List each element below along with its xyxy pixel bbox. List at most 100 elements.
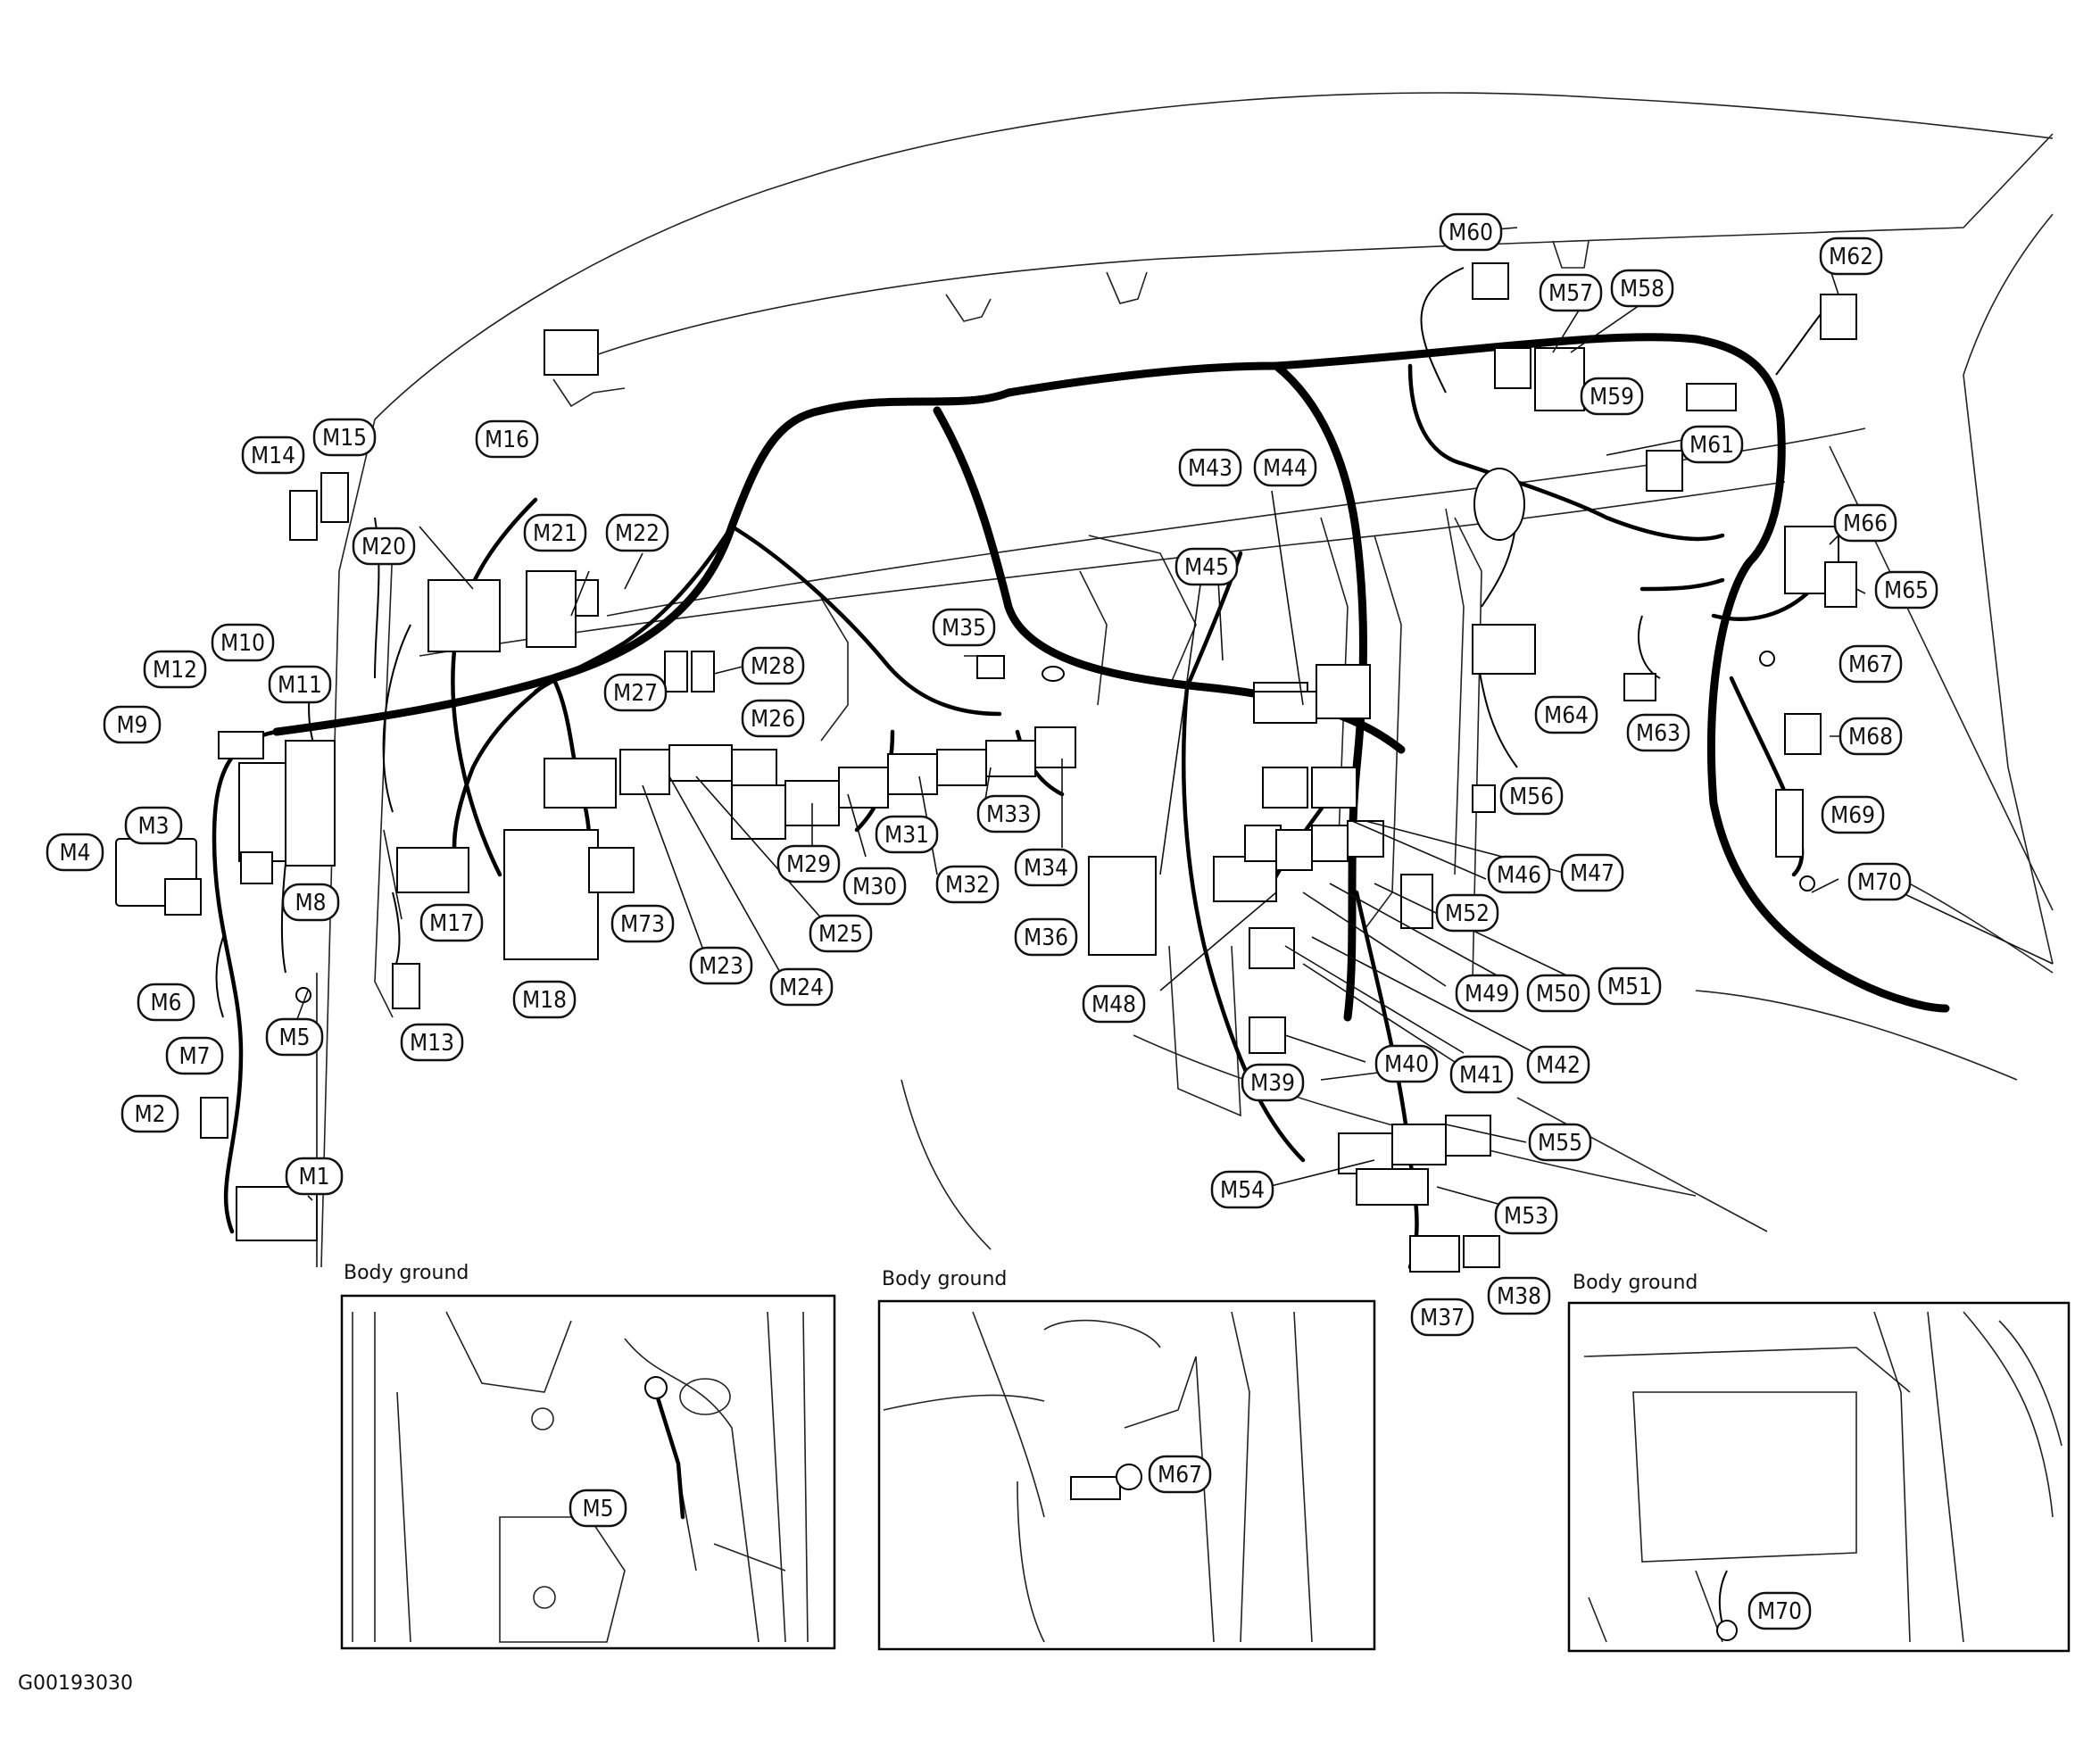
inset-1-label-m5-text: M5 [582,1496,613,1522]
label-m16: M16 [475,419,539,459]
inset-3-label-m70-box [1747,1591,1812,1630]
label-m38-box [1487,1276,1551,1315]
label-m60-text: M60 [1448,220,1493,246]
label-m58-box [1610,269,1674,308]
label-m57: M57 [1539,273,1603,312]
label-m65-text: M65 [1884,577,1929,604]
label-m40-box [1374,1044,1439,1083]
label-m50: M50 [1526,974,1590,1013]
label-m66-box [1833,503,1897,543]
label-m20-text: M20 [361,534,406,560]
label-m31-box [875,815,939,854]
label-m11-text: M11 [278,672,322,699]
label-m43-box [1178,448,1242,487]
label-m26: M26 [741,699,805,738]
label-m34-text: M34 [1024,855,1068,882]
label-m42-text: M42 [1536,1052,1581,1079]
label-m27-text: M27 [613,680,658,707]
label-m69-text: M69 [1830,802,1875,829]
label-m58: M58 [1610,269,1674,308]
label-m22: M22 [605,513,669,552]
label-m36-text: M36 [1024,925,1068,951]
label-m51-box [1598,966,1662,1006]
label-m54-text: M54 [1220,1177,1265,1204]
label-m54-box [1210,1170,1274,1209]
label-m61-text: M61 [1689,432,1734,459]
diagram-code: G00193030 [18,1672,133,1695]
label-m13-box [400,1023,464,1062]
inset-1: Body ground [340,1262,836,1650]
label-m28: M28 [741,646,805,685]
label-m9-text: M9 [116,712,147,739]
label-m11-box [268,665,332,704]
label-m5: M5 [265,1017,324,1057]
label-m6-text: M6 [150,990,181,1016]
label-m5-box [265,1017,324,1057]
label-m70: M70 [1847,862,1912,901]
label-m1-box [285,1157,344,1196]
label-m10-text: M10 [220,630,265,657]
label-m57-text: M57 [1548,280,1593,307]
label-m21: M21 [523,513,587,552]
label-m7-box [165,1036,224,1075]
label-m45-text: M45 [1184,554,1229,581]
label-m12: M12 [143,650,207,689]
inset-1-label-m5-box [569,1489,627,1528]
label-m44-text: M44 [1263,455,1307,482]
label-m36-box [1014,917,1078,957]
label-m4-box [46,833,104,872]
label-m46-text: M46 [1497,862,1541,889]
inset-2-label-m67-box [1148,1455,1212,1494]
label-m68: M68 [1839,717,1903,756]
inset-2: Body ground [877,1268,1376,1651]
label-m45: M45 [1175,547,1239,586]
label-m14: M14 [241,435,305,475]
label-m8: M8 [281,883,340,922]
label-m65-box [1874,570,1938,610]
label-m13-text: M13 [410,1030,454,1057]
inset-1-label-m5: M5 [569,1489,627,1528]
label-m45-box [1175,547,1239,586]
label-m1: M1 [285,1157,344,1196]
label-m67-box [1839,644,1903,684]
label-m21-text: M21 [533,520,577,547]
inset-3-label-m70: M70 [1747,1591,1812,1630]
label-m38: M38 [1487,1276,1551,1315]
label-m37-text: M37 [1420,1305,1465,1331]
label-m44: M44 [1253,448,1317,487]
label-m61: M61 [1680,425,1744,464]
label-m29: M29 [776,844,841,883]
label-m25: M25 [809,914,873,953]
label-m1-text: M1 [298,1164,329,1190]
label-m64: M64 [1534,695,1598,734]
label-m24-box [769,967,834,1007]
label-m3: M3 [124,806,183,845]
label-m52-text: M52 [1445,900,1490,927]
label-m4-text: M4 [59,840,90,867]
label-m32-text: M32 [945,872,990,899]
label-m63: M63 [1626,713,1690,752]
label-m70-box [1847,862,1912,901]
label-m51-text: M51 [1607,974,1652,1000]
label-m48-box [1082,984,1146,1024]
label-m52-box [1435,893,1499,933]
label-m68-text: M68 [1848,724,1893,751]
label-m15: M15 [312,418,377,457]
label-m39: M39 [1241,1063,1305,1102]
label-m47-box [1560,853,1624,892]
label-m54: M54 [1210,1170,1274,1209]
label-m62: M62 [1819,236,1883,276]
label-m62-text: M62 [1829,244,1873,270]
label-m53-box [1494,1196,1558,1235]
main-harness [212,267,1950,1270]
label-m49-box [1455,974,1519,1013]
inset-2-label-m67: M67 [1148,1455,1212,1494]
label-m41: M41 [1449,1055,1514,1094]
label-m57-box [1539,273,1603,312]
label-m35-box [932,608,996,647]
label-m36: M36 [1014,917,1078,957]
label-m25-box [809,914,873,953]
label-m10: M10 [211,623,275,662]
label-m3-box [124,806,183,845]
label-m63-box [1626,713,1690,752]
